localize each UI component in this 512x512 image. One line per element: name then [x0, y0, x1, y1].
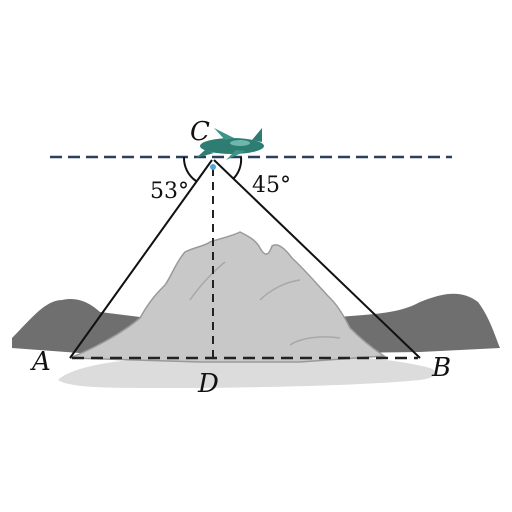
main-mountain: [69, 231, 387, 363]
angle-arc-right: [232, 156, 243, 180]
label-point-a: A: [30, 347, 51, 377]
angle-label-right: 45°: [252, 173, 291, 198]
label-point-d: D: [197, 369, 219, 399]
label-point-c: C: [190, 117, 210, 147]
line-cb: [213, 159, 421, 359]
angle-arc-left: [182, 156, 197, 182]
mountain-ridge: [189, 261, 341, 346]
line-ca: [69, 159, 213, 359]
island-base: [58, 356, 436, 388]
angle-label-left: 53°: [150, 179, 189, 204]
airplane-icon: [196, 128, 264, 170]
label-point-b: B: [431, 353, 451, 383]
